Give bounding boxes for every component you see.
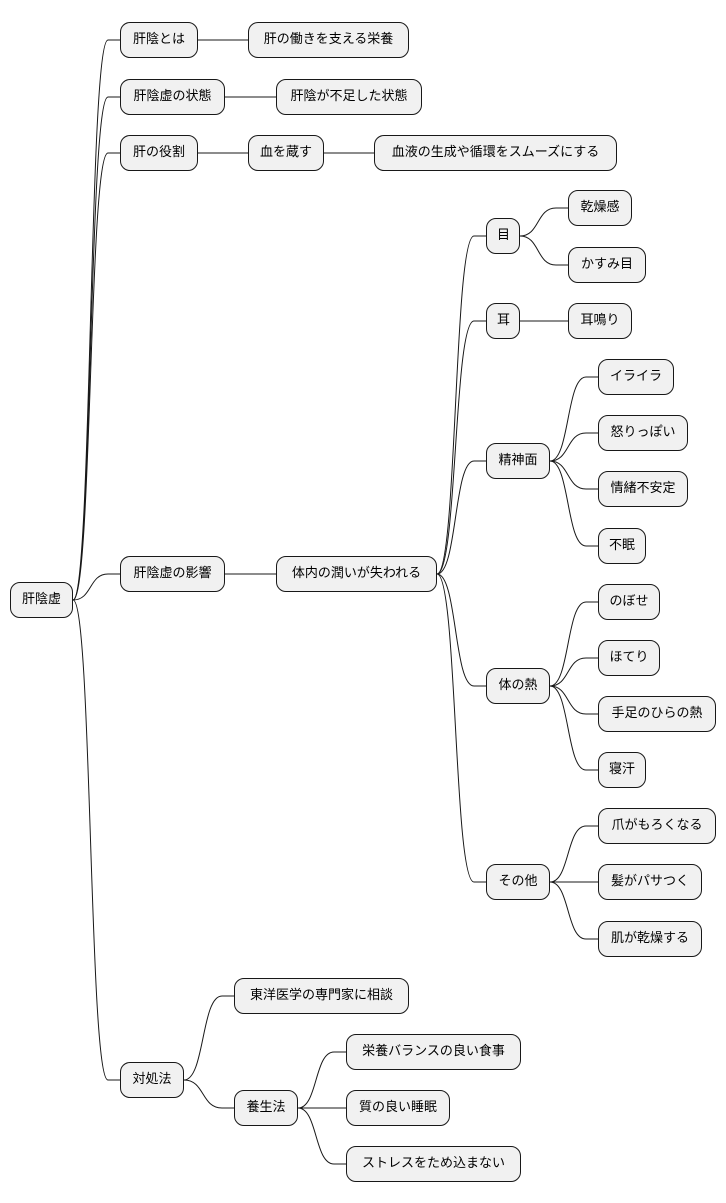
link-n4a-other [436,573,486,883]
node-liver-role: 肝の役割 [120,135,198,171]
node-ear-tinnitus: 耳鳴り [568,303,632,339]
node-avoid-stress: ストレスをため込まない [346,1146,521,1182]
link-root-n3 [72,152,120,601]
node-mental-irritable: 怒りっぽい [598,415,688,451]
node-mental-insomnia: 不眠 [598,528,646,564]
node-kan-in-kyo-state: 肝陰虚の状態 [120,79,225,115]
node-consult-expert: 東洋医学の専門家に相談 [234,978,409,1014]
node-heat-night-sweat: 寝汗 [598,752,646,788]
link-root-n2 [72,96,120,601]
link-n4a-mind [436,460,486,575]
node-other-skin: 肌が乾燥する [598,921,702,957]
node-root: 肝陰虚 [10,582,73,618]
link-n4a-eye [436,235,486,575]
link-heat-heat4 [549,685,598,771]
link-eye-eye1 [519,207,568,237]
node-kan-in-towa: 肝陰とは [120,22,198,58]
node-kan-in-deficiency: 肝陰が不足した状態 [276,79,422,115]
node-store-blood: 血を蔵す [248,135,324,171]
link-other-other3 [549,881,598,940]
link-heat-heat1 [549,601,598,687]
node-mental: 精神面 [486,443,550,479]
link-heat-heat2 [549,657,598,687]
link-n5-n5a [183,995,234,1081]
node-eye-dryness: 乾燥感 [568,190,632,226]
node-other: その他 [486,864,550,900]
node-kan-in-kyo-effects: 肝陰虚の影響 [120,556,225,592]
node-mental-irritation: イライラ [598,359,674,395]
link-mind-mind4 [549,460,598,547]
link-n4a-heat [436,573,486,687]
node-heat-flush: のぼせ [598,584,660,620]
link-eye-eye2 [519,235,568,266]
link-n4a-ear [436,320,486,575]
node-self-care: 養生法 [234,1090,298,1126]
node-countermeasures: 対処法 [120,1062,184,1098]
link-mind-mind3 [549,460,598,490]
node-blood-circulation: 血液の生成や循環をスムーズにする [374,135,617,171]
node-kan-in-definition: 肝の働きを支える栄養 [248,22,409,58]
link-n5b-n5b1 [297,1051,346,1109]
node-body-heat: 体の熱 [486,668,550,704]
node-mental-unstable: 情緒不安定 [598,471,688,507]
node-other-hair: 髪がパサつく [598,864,702,900]
link-n5-n5b [183,1079,234,1109]
node-eye-blurred: かすみ目 [568,247,646,283]
node-quality-sleep: 質の良い睡眠 [346,1090,450,1126]
link-root-n4 [72,573,120,601]
node-balanced-diet: 栄養バランスの良い食事 [346,1034,521,1070]
node-heat-hot: ほてり [598,640,660,676]
link-n5b-n5b3 [297,1107,346,1165]
link-heat-heat3 [549,685,598,715]
link-mind-mind2 [549,432,598,462]
link-other-other1 [549,825,598,883]
link-root-n1 [72,39,120,601]
link-root-n5 [72,599,120,1081]
node-eye: 目 [486,218,520,254]
link-mind-mind1 [549,376,598,462]
node-heat-palms-soles: 手足のひらの熱 [598,696,716,732]
node-loss-of-moisture: 体内の潤いが失われる [276,556,437,592]
node-ear: 耳 [486,303,520,339]
node-other-nails: 爪がもろくなる [598,808,716,844]
